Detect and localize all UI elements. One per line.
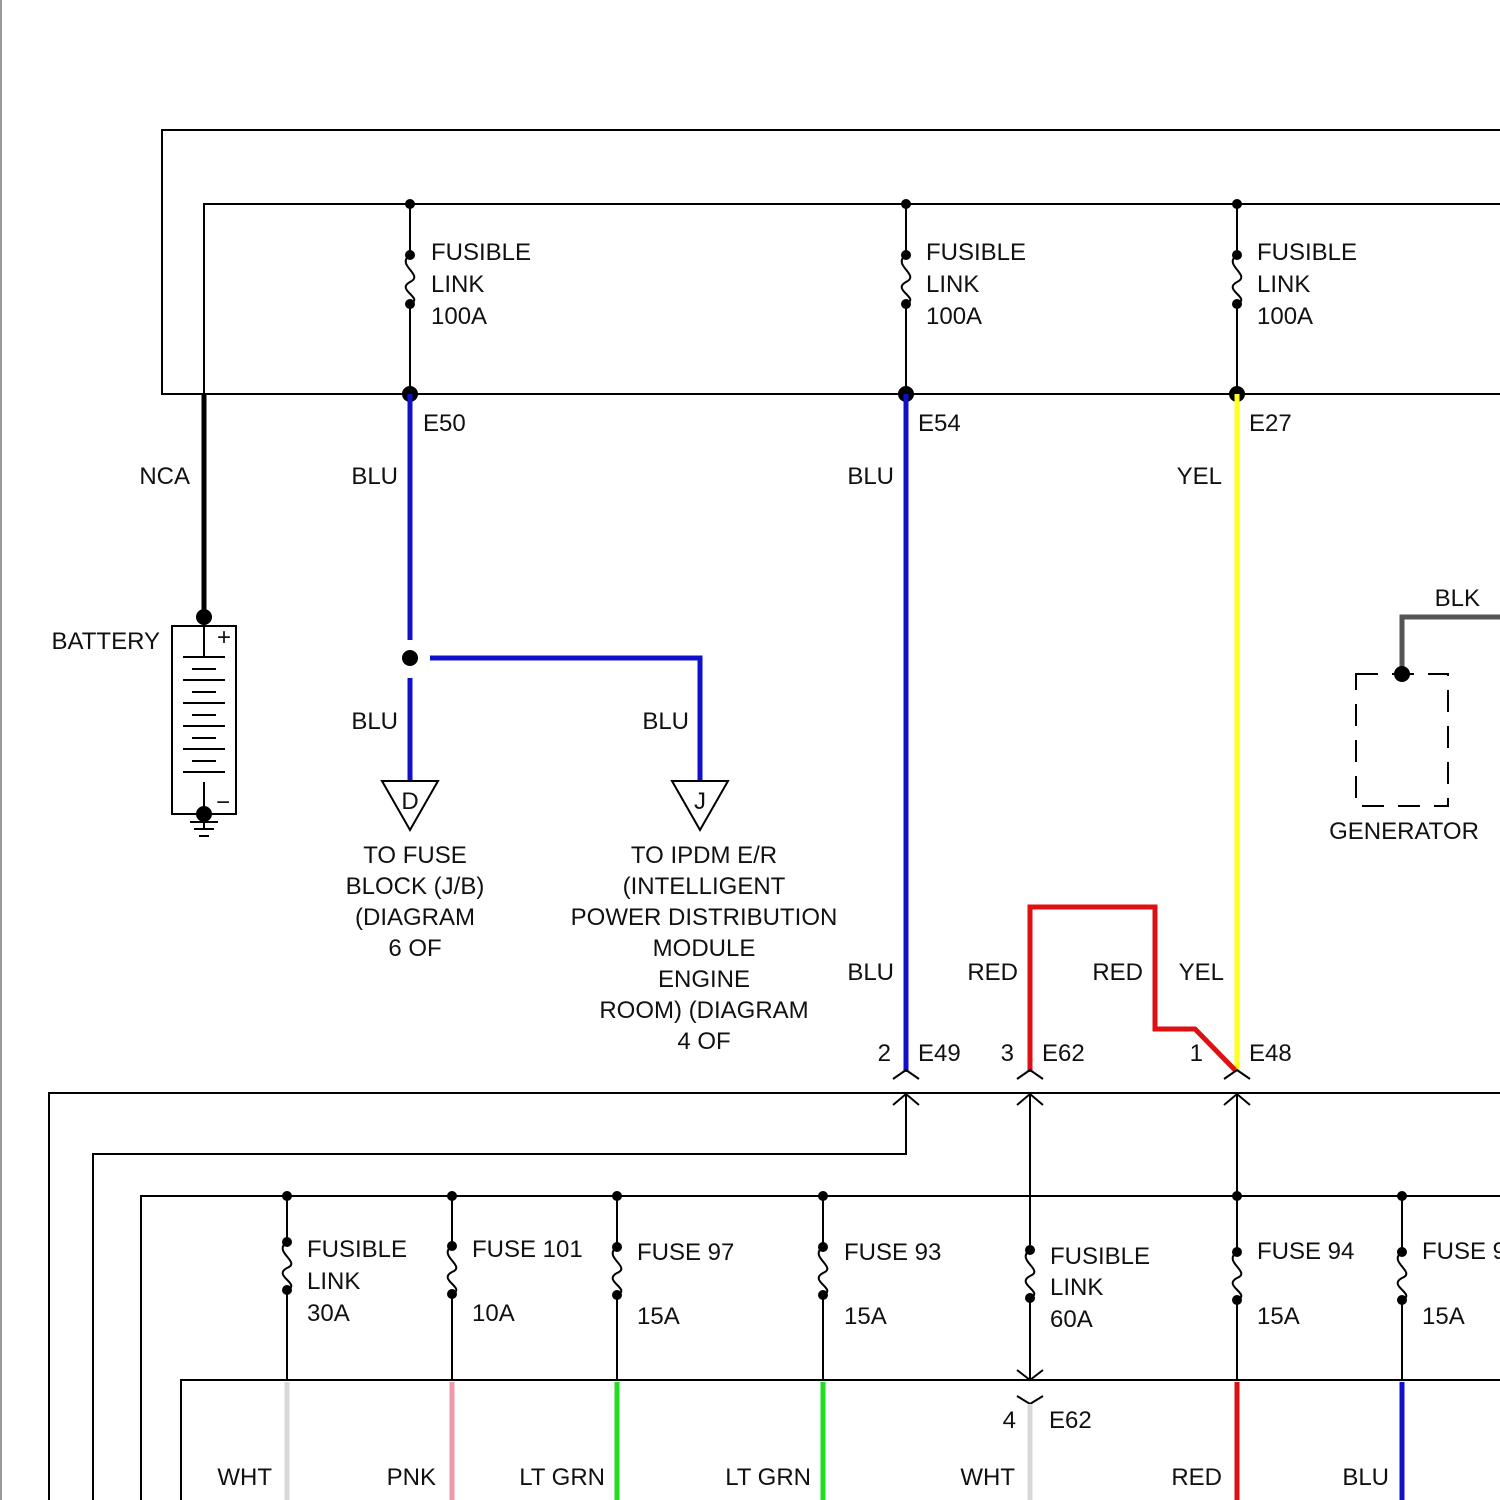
wire-label-wht-2: WHT xyxy=(960,1464,1015,1491)
wire-label-ltgrn-2: LT GRN xyxy=(725,1464,811,1491)
offpage-j-desc-6: ROOM) (DIAGRAM xyxy=(599,997,808,1024)
wire-label-ltgrn-1: LT GRN xyxy=(519,1464,605,1491)
lower-fuse-7-line1: FUSE 9 xyxy=(1422,1238,1500,1265)
lower-fuse-1-rating: 30A xyxy=(307,1300,350,1327)
pin-1: 1 xyxy=(1190,1040,1203,1067)
offpage-connector-d-letter: D xyxy=(401,788,418,815)
offpage-d-desc-4: 6 OF xyxy=(388,935,441,962)
offpage-connector-j-letter: J xyxy=(694,788,706,815)
battery-minus: − xyxy=(216,789,230,816)
lower-fuse-6: FUSE 94 15A xyxy=(1232,1191,1354,1380)
fusible-link-1-line1: FUSIBLE xyxy=(431,239,531,266)
battery-label: BATTERY xyxy=(52,628,160,655)
fusible-link-bus xyxy=(204,204,1500,394)
lower-fuse-3-line1: FUSE 97 xyxy=(637,1239,734,1266)
wire-label-red-right: RED xyxy=(1092,959,1143,986)
generator-box xyxy=(1356,674,1448,806)
wire-label-wht-1: WHT xyxy=(217,1464,272,1491)
splice-point xyxy=(402,650,418,666)
connector-e54: E54 xyxy=(918,410,961,437)
lower-fuse-1: FUSIBLE LINK 30A xyxy=(282,1191,407,1380)
pin-4: 4 xyxy=(1003,1407,1016,1434)
wire-label-blu-j: BLU xyxy=(642,708,689,735)
offpage-connector-d: D xyxy=(382,781,438,830)
wire-label-red-left: RED xyxy=(967,959,1018,986)
offpage-j-desc-7: 4 OF xyxy=(677,1028,730,1055)
lower-fuse-7: FUSE 9 15A xyxy=(1397,1191,1500,1380)
wire-label-blu-bottom: BLU xyxy=(1342,1464,1389,1491)
fusible-link-2-rating: 100A xyxy=(926,303,982,330)
pin-2: 2 xyxy=(878,1040,891,1067)
lower-fuse-1-line1: FUSIBLE xyxy=(307,1236,407,1263)
wire-label-nca: NCA xyxy=(139,463,190,490)
offpage-j-desc-2: (INTELLIGENT xyxy=(623,873,786,900)
fusible-link-3-line1: FUSIBLE xyxy=(1257,239,1357,266)
offpage-d-desc-2: BLOCK (J/B) xyxy=(346,873,485,900)
wire-label-blu-mid: BLU xyxy=(847,959,894,986)
connector-e50: E50 xyxy=(423,410,466,437)
battery-plus: + xyxy=(217,624,231,651)
offpage-d-desc-3: (DIAGRAM xyxy=(355,904,475,931)
lower-fuse-6-rating: 15A xyxy=(1257,1303,1300,1330)
lower-fuse-2: FUSE 101 10A xyxy=(447,1191,583,1380)
wire-label-blu-e54: BLU xyxy=(847,463,894,490)
fusible-link-2-line2: LINK xyxy=(926,271,979,298)
generator-label: GENERATOR xyxy=(1329,818,1479,845)
fusible-link-3-line2: LINK xyxy=(1257,271,1310,298)
offpage-connector-j: J xyxy=(672,781,728,830)
lower-box-inner xyxy=(181,1380,1500,1500)
offpage-j-desc-4: MODULE xyxy=(653,935,756,962)
lower-fuse-2-rating: 10A xyxy=(472,1300,515,1327)
fusible-link-2: FUSIBLE LINK 100A xyxy=(898,199,1026,402)
fusible-link-1-line2: LINK xyxy=(431,271,484,298)
lower-fuse-3: FUSE 97 15A xyxy=(612,1191,734,1380)
wire-label-pnk: PNK xyxy=(387,1464,436,1491)
lower-fuse-5-line2: LINK xyxy=(1050,1274,1103,1301)
lower-fuse-5-line1: FUSIBLE xyxy=(1050,1243,1150,1270)
wire-label-blu-e50: BLU xyxy=(351,463,398,490)
offpage-d-desc-1: TO FUSE xyxy=(363,842,467,869)
lower-fuse-7-rating: 15A xyxy=(1422,1303,1465,1330)
generator-terminal xyxy=(1394,666,1410,682)
lower-fuse-6-line1: FUSE 94 xyxy=(1257,1238,1354,1265)
wire-label-yel-mid: YEL xyxy=(1179,959,1224,986)
connector-e27: E27 xyxy=(1249,410,1292,437)
wire-label-yel-e27: YEL xyxy=(1177,463,1222,490)
lower-fuse-4-rating: 15A xyxy=(844,1303,887,1330)
wire-blk-generator xyxy=(1402,617,1500,674)
connector-e49: E49 xyxy=(918,1040,961,1067)
lower-fuse-5-rating: 60A xyxy=(1050,1306,1093,1333)
fusible-link-1-rating: 100A xyxy=(431,303,487,330)
offpage-j-desc-5: ENGINE xyxy=(658,966,750,993)
lower-box-e49-feed xyxy=(93,1094,906,1500)
wire-label-blk: BLK xyxy=(1435,585,1480,612)
fusible-link-1: FUSIBLE LINK 100A xyxy=(402,199,531,402)
lower-fuse-2-line1: FUSE 101 xyxy=(472,1236,583,1263)
lower-fuse-4-line1: FUSE 93 xyxy=(844,1239,941,1266)
lower-fuse-3-rating: 15A xyxy=(637,1303,680,1330)
wire-label-red-bottom: RED xyxy=(1171,1464,1222,1491)
connector-e62-bottom: E62 xyxy=(1049,1407,1092,1434)
lower-fuse-1-line2: LINK xyxy=(307,1268,360,1295)
fusible-link-3-rating: 100A xyxy=(1257,303,1313,330)
offpage-j-desc-3: POWER DISTRIBUTION xyxy=(571,904,838,931)
connector-symbols-pins xyxy=(893,1070,1250,1105)
connector-e62-top: E62 xyxy=(1042,1040,1085,1067)
lower-fuse-4: FUSE 93 15A xyxy=(818,1191,941,1380)
connector-e48: E48 xyxy=(1249,1040,1292,1067)
fusible-link-3: FUSIBLE LINK 100A xyxy=(1229,199,1357,402)
wire-label-blu-d: BLU xyxy=(351,708,398,735)
pin-3: 3 xyxy=(1001,1040,1014,1067)
fusible-link-2-line1: FUSIBLE xyxy=(926,239,1026,266)
offpage-j-desc-1: TO IPDM E/R xyxy=(631,842,777,869)
